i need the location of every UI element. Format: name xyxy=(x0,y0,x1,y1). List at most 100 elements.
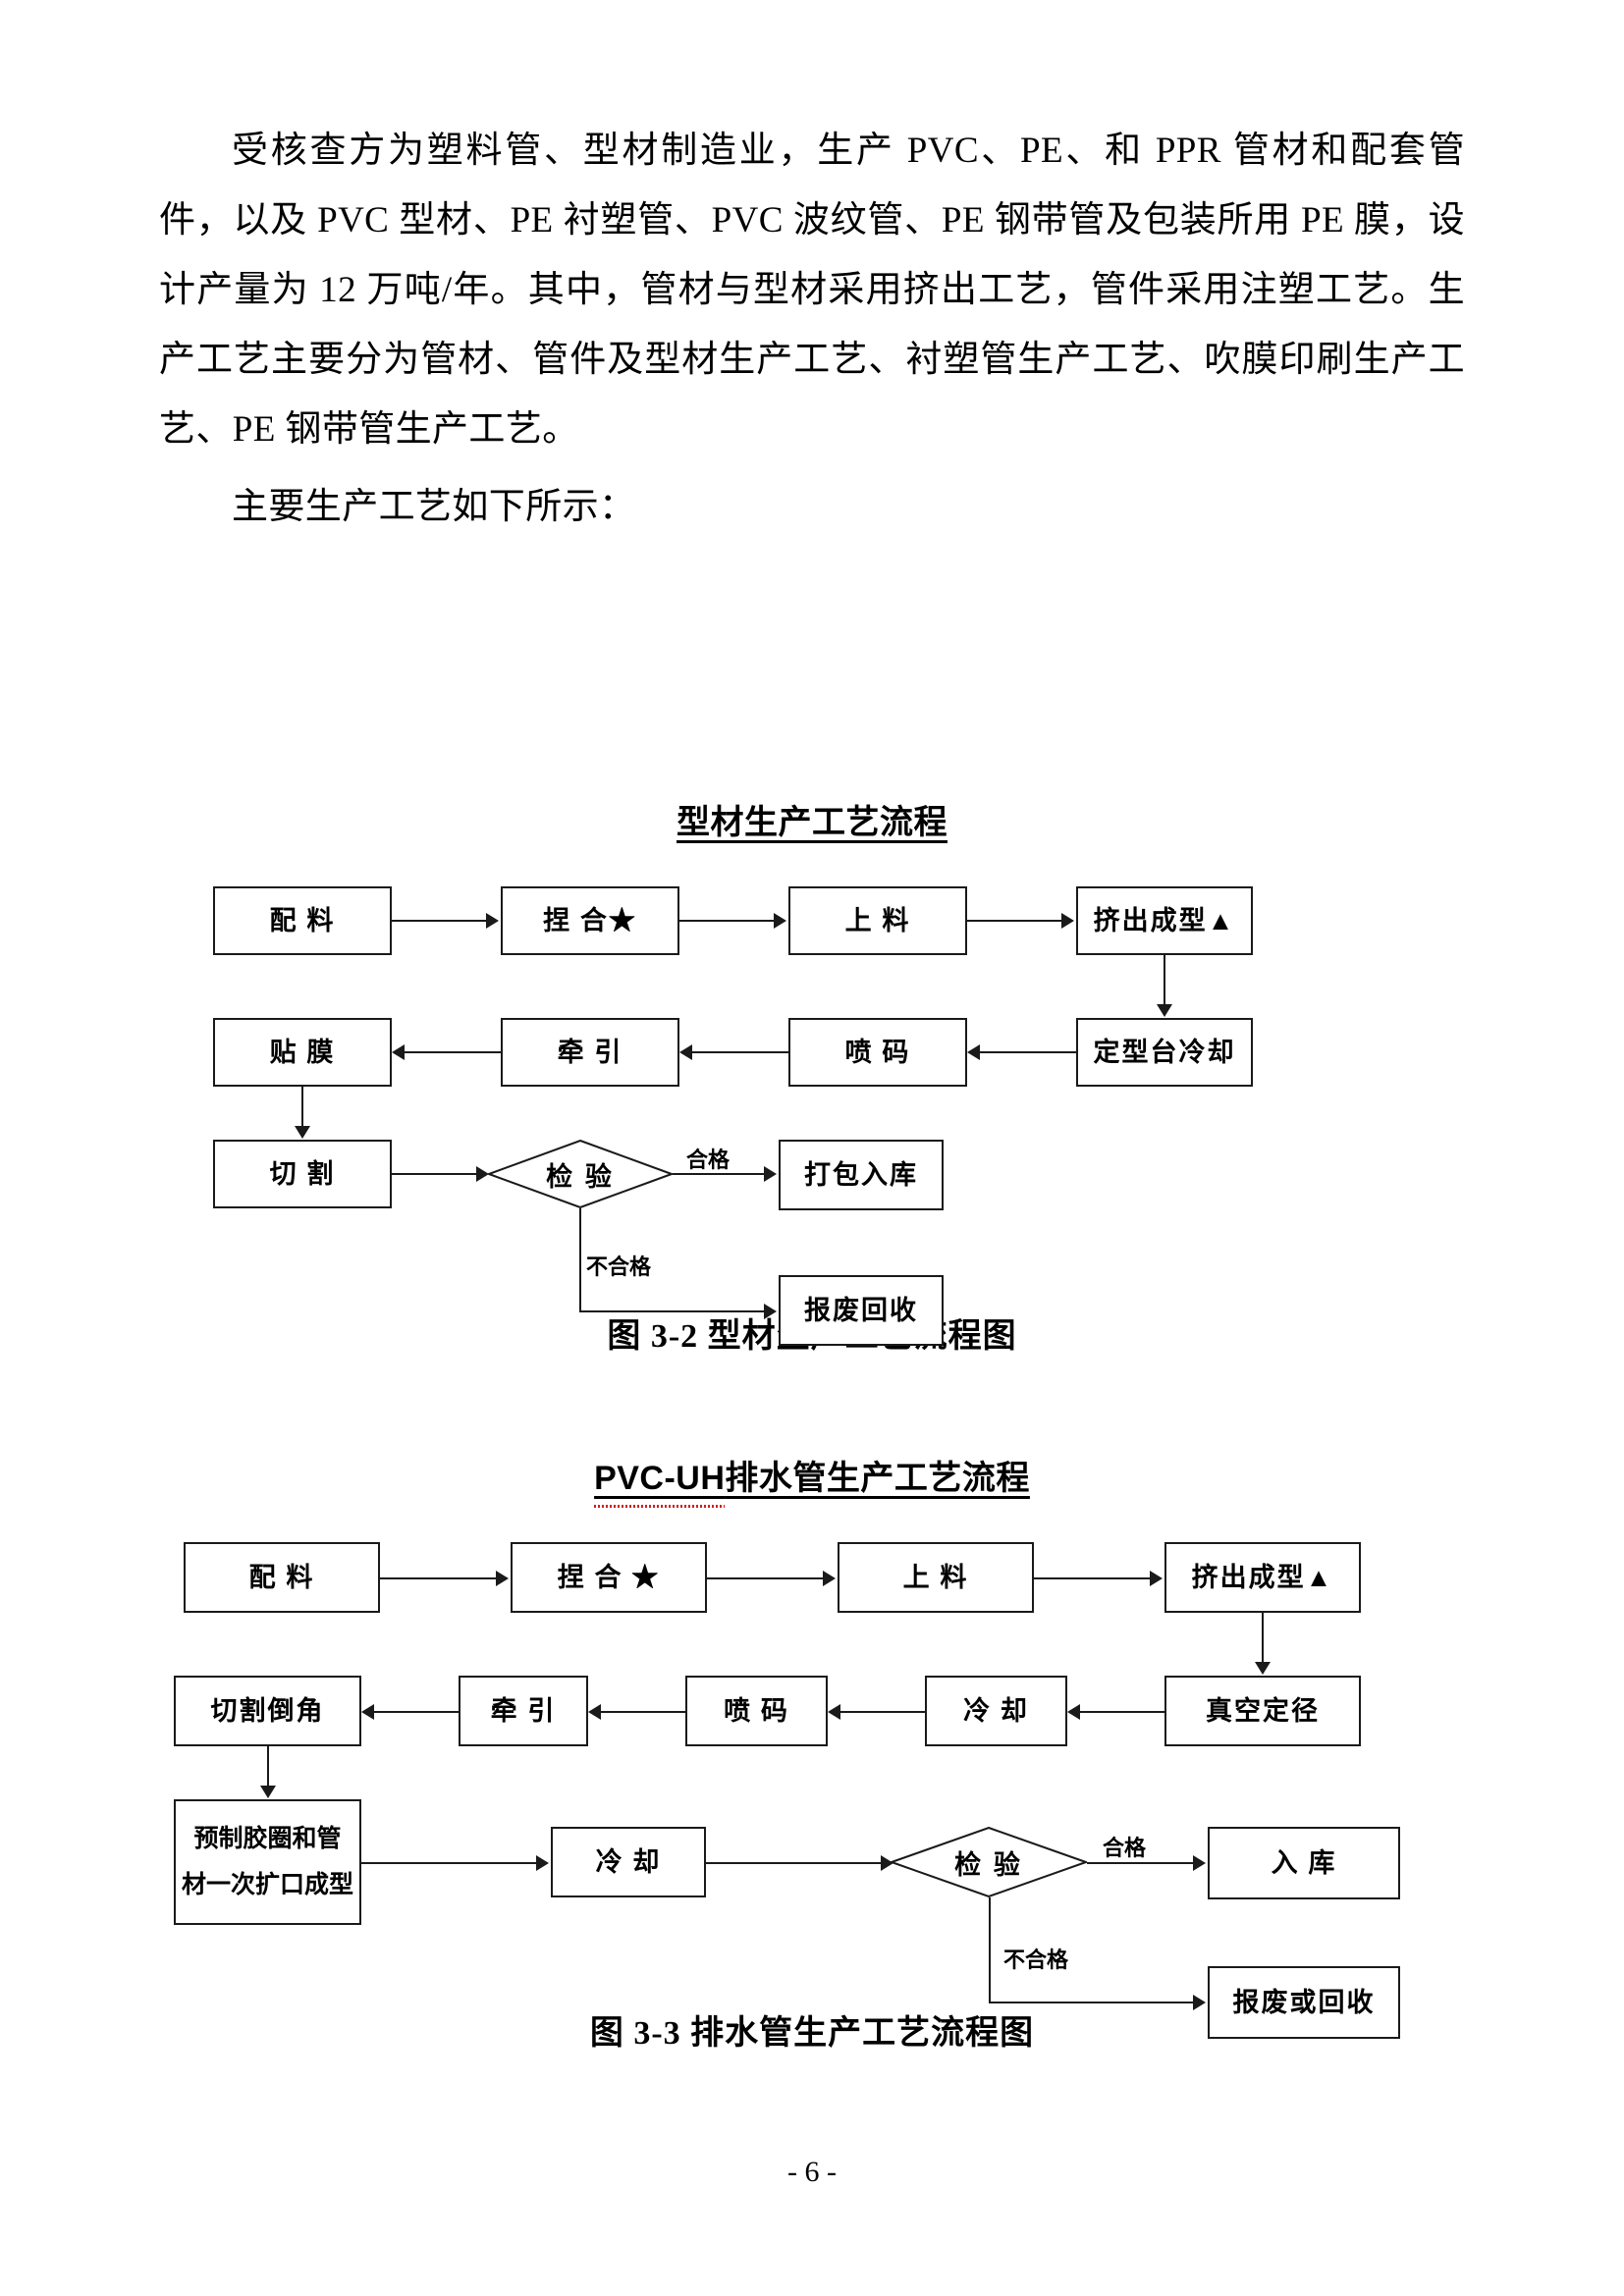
figure-3-2-title: 型材生产工艺流程 xyxy=(0,795,1624,843)
connector-3 xyxy=(967,920,1063,922)
flow-decision-jianyan-label: 检 验 xyxy=(546,1161,615,1192)
connector-5 xyxy=(980,1051,1076,1053)
connector-4 xyxy=(1164,955,1165,1008)
connector2-6 xyxy=(840,1711,925,1713)
connector2-14 xyxy=(989,2002,1195,2003)
figure-3-2: 型材生产工艺流程 配 料 捏 合★ 上 料 挤出成型▲ 定型台冷却 喷 码 xyxy=(0,795,1624,1357)
flow2-node-qianyin: 牵 引 xyxy=(459,1676,588,1746)
diamond-shape-icon xyxy=(488,1140,673,1208)
flow-node-penma: 喷 码 xyxy=(788,1018,967,1087)
connector-1 xyxy=(392,920,488,922)
flow2-node-penma: 喷 码 xyxy=(685,1676,828,1746)
arrowhead-5 xyxy=(967,1044,980,1060)
flow2-node-baofeihuohuishou: 报废或回收 xyxy=(1208,1966,1400,2039)
arrowhead-4 xyxy=(1157,1004,1172,1017)
connector-7 xyxy=(405,1051,501,1053)
arrowhead-11 xyxy=(764,1304,777,1319)
connector-10 xyxy=(673,1173,766,1175)
edge-label-pass: 合格 xyxy=(686,1148,731,1172)
flow2-decision-jianyan-label: 检 验 xyxy=(954,1849,1023,1880)
connector2-7 xyxy=(601,1711,685,1713)
arrowhead-10 xyxy=(764,1166,777,1182)
flow2-node-peiliao: 配 料 xyxy=(184,1542,380,1613)
edge2-label-pass: 合格 xyxy=(1103,1836,1147,1860)
paragraph-process-overview: 受核查方为塑料管、型材制造业，生产 PVC、PE、和 PPR 管材和配套管件，以… xyxy=(159,131,1465,450)
flow-node-dabaoruku: 打包入库 xyxy=(779,1140,944,1210)
arrowhead2-12 xyxy=(1193,1855,1206,1871)
flow2-node-ruku: 入 库 xyxy=(1208,1827,1400,1899)
flow-node-niehe: 捏 合★ xyxy=(501,886,679,955)
flow2-node-jichuchengxing: 挤出成型▲ xyxy=(1164,1542,1361,1613)
arrowhead-3 xyxy=(1061,913,1074,929)
connector-6 xyxy=(692,1051,788,1053)
edge-label-fail: 不合格 xyxy=(586,1255,652,1279)
figure-3-3-title-prefix: PVC-UH xyxy=(594,1460,726,1497)
arrowhead2-8 xyxy=(361,1704,374,1720)
arrowhead2-13 xyxy=(1193,1995,1206,2010)
figure-3-2-title-text: 型材生产工艺流程 xyxy=(677,805,947,841)
flow2-node-lengque1: 冷 却 xyxy=(925,1676,1067,1746)
arrowhead-2 xyxy=(774,913,786,929)
paragraph-lead-in: 主要生产工艺如下所示： xyxy=(232,487,636,527)
arrowhead2-7 xyxy=(588,1704,601,1720)
arrowhead2-9 xyxy=(260,1786,276,1798)
arrowhead-9 xyxy=(476,1166,489,1182)
connector-2 xyxy=(679,920,776,922)
connector2-13 xyxy=(989,1897,991,2003)
flow-node-qianyin: 牵 引 xyxy=(501,1018,679,1087)
connector2-12 xyxy=(1087,1862,1195,1864)
figure-3-3-canvas: 配 料 捏 合 ★ 上 料 挤出成型▲ 真空定径 冷 却 喷 码 牵 引 xyxy=(174,1524,1450,2039)
arrowhead-6 xyxy=(679,1044,692,1060)
figure-3-2-canvas: 配 料 捏 合★ 上 料 挤出成型▲ 定型台冷却 喷 码 牵 引 贴 膜 xyxy=(203,869,1421,1346)
flow2-node-shangliao: 上 料 xyxy=(838,1542,1034,1613)
arrowhead2-1 xyxy=(496,1571,509,1586)
flow2-node-qiegedaojiao: 切割倒角 xyxy=(174,1676,361,1746)
flow-node-jichuchengxing: 挤出成型▲ xyxy=(1076,886,1253,955)
flow2-node-yuzhijiaoquan-line2: 材一次扩口成型 xyxy=(181,1871,353,1898)
diamond-shape-icon xyxy=(891,1827,1087,1897)
connector-8 xyxy=(301,1087,303,1130)
arrowhead2-5 xyxy=(1067,1704,1080,1720)
flow-node-qiege: 切 割 xyxy=(213,1140,392,1208)
arrowhead2-11 xyxy=(881,1855,893,1871)
edge2-label-fail: 不合格 xyxy=(1003,1948,1069,1972)
flow2-node-zhenkongdingjing: 真空定径 xyxy=(1164,1676,1361,1746)
connector2-8 xyxy=(374,1711,459,1713)
arrowhead2-10 xyxy=(536,1855,549,1871)
connector-11 xyxy=(579,1208,581,1312)
flow-node-peiliao: 配 料 xyxy=(213,886,392,955)
flow-decision-jianyan: 检 验 xyxy=(488,1140,673,1208)
figure-3-3-title-text: 排水管生产工艺流程 xyxy=(725,1461,1030,1497)
flow2-node-niehe: 捏 合 ★ xyxy=(511,1542,707,1613)
page-number: - 6 - xyxy=(787,2156,837,2188)
flow2-node-yuzhijiaoquan: 预制胶圈和管 材一次扩口成型 xyxy=(174,1799,361,1925)
flow2-node-lengque2: 冷 却 xyxy=(551,1827,706,1897)
arrowhead2-2 xyxy=(823,1571,836,1586)
connector2-9 xyxy=(267,1746,269,1789)
flow-node-tiemo: 贴 膜 xyxy=(213,1018,392,1087)
arrowhead2-3 xyxy=(1150,1571,1163,1586)
connector2-3 xyxy=(1034,1577,1152,1579)
body-text-block: 受核查方为塑料管、型材制造业，生产 PVC、PE、和 PPR 管材和配套管件，以… xyxy=(159,116,1465,542)
arrowhead2-4 xyxy=(1255,1662,1271,1675)
flow-node-dingxingtailengque: 定型台冷却 xyxy=(1076,1018,1253,1087)
figure-3-3: PVC-UH排水管生产工艺流程 配 料 捏 合 ★ 上 料 挤出成型▲ 真空定径… xyxy=(0,1451,1624,2054)
connector2-1 xyxy=(380,1577,498,1579)
connector2-11 xyxy=(706,1862,883,1864)
connector2-5 xyxy=(1080,1711,1164,1713)
arrowhead2-6 xyxy=(828,1704,840,1720)
arrowhead-7 xyxy=(392,1044,405,1060)
figure-3-3-caption: 图 3-3 排水管生产工艺流程图 xyxy=(589,2015,1035,2052)
flow2-node-yuzhijiaoquan-line1: 预制胶圈和管 xyxy=(193,1825,342,1852)
flow-node-baofeihuishou: 报废回收 xyxy=(779,1275,944,1346)
flow2-decision-jianyan: 检 验 xyxy=(891,1827,1087,1897)
figure-3-3-title: PVC-UH排水管生产工艺流程 xyxy=(0,1451,1624,1499)
connector-12 xyxy=(579,1310,766,1312)
connector2-4 xyxy=(1262,1613,1264,1666)
connector2-10 xyxy=(361,1862,538,1864)
connector2-2 xyxy=(707,1577,825,1579)
flow-node-shangliao: 上 料 xyxy=(788,886,967,955)
arrowhead-8 xyxy=(295,1126,310,1139)
connector-9 xyxy=(392,1173,478,1175)
